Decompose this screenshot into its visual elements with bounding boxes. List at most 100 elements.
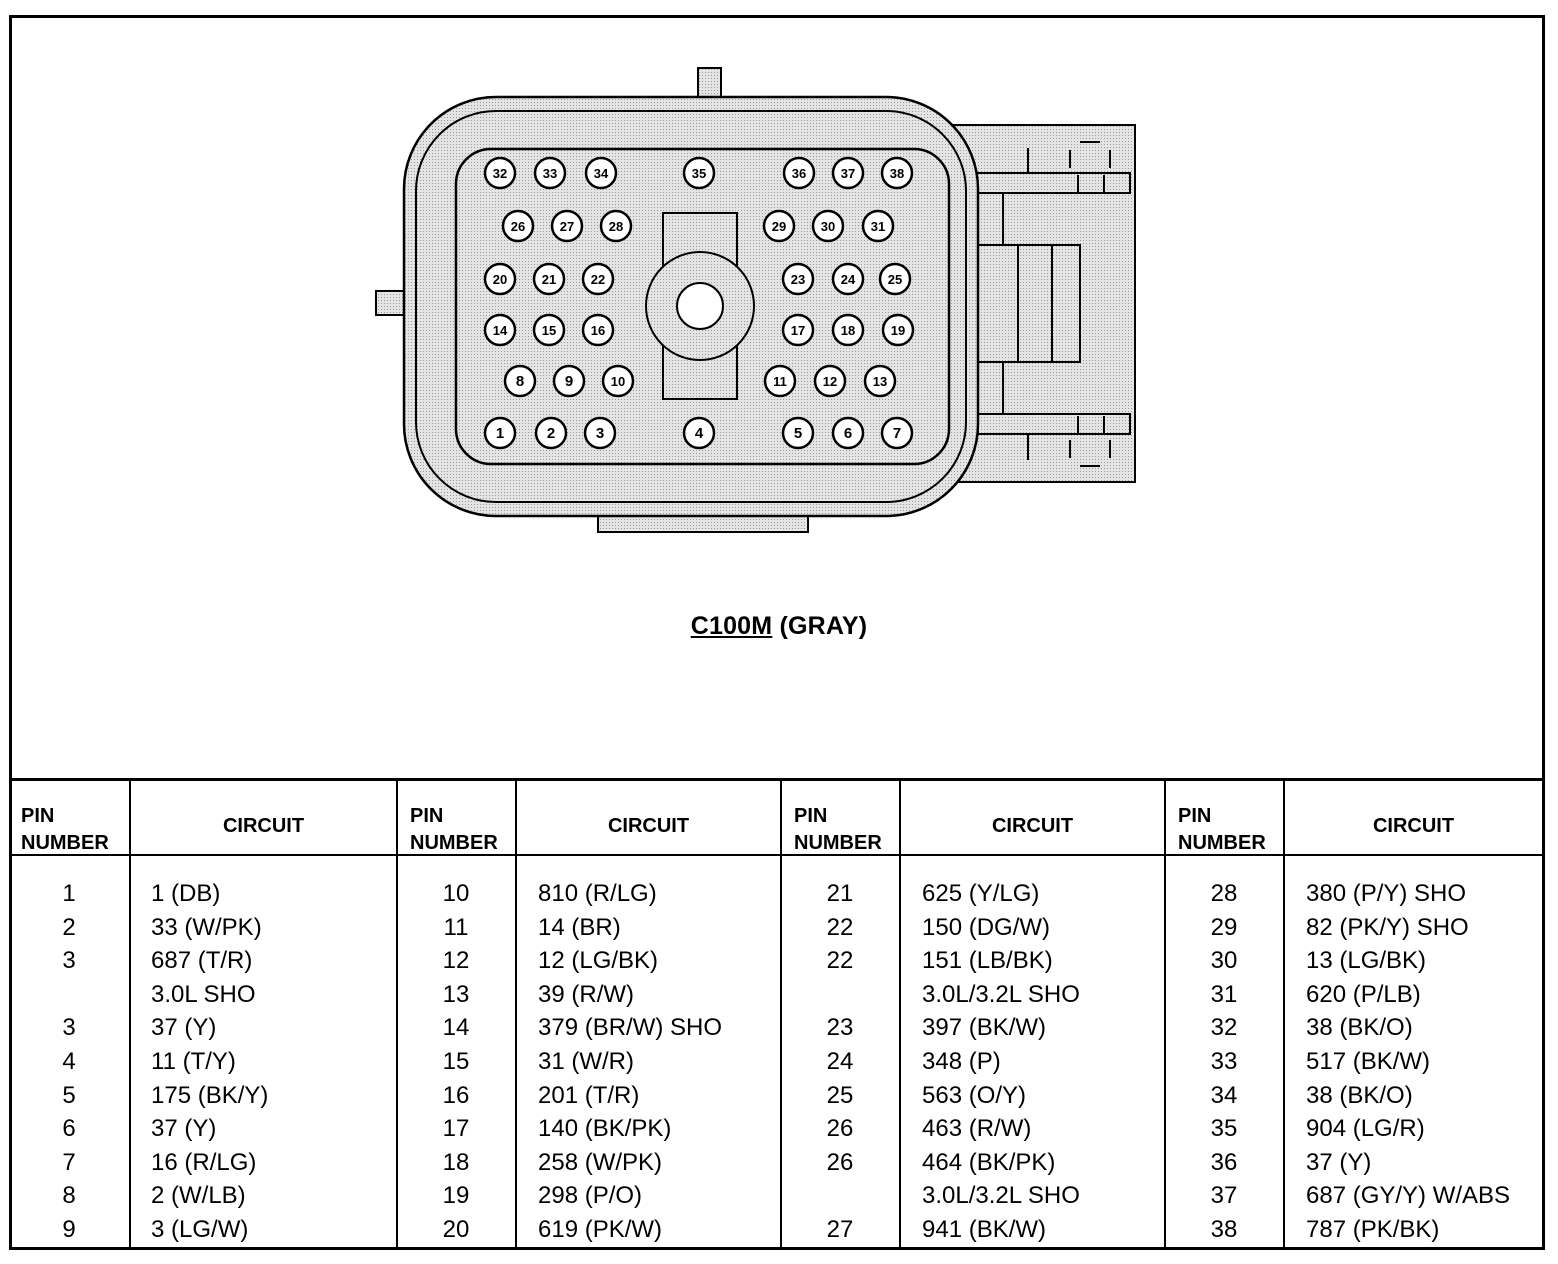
pin-cavity: 6: [831, 416, 865, 450]
pin-number-cell: 8: [62, 1182, 76, 1210]
pin-number-cell: 13: [442, 980, 470, 1008]
circuit-cell: 258 (W/PK): [538, 1148, 663, 1176]
circuit-cell: 3.0L/3.2L SHO: [922, 1182, 1080, 1210]
pin-cavity: 7: [880, 416, 914, 450]
pin-cavity: 18: [831, 313, 865, 347]
table-row: 4 11 (T/Y): [9, 1045, 396, 1079]
pin-label: 12: [823, 374, 837, 389]
table-row: 3.0L/3.2L SHO: [780, 1179, 1164, 1213]
circuit-cell: 11 (T/Y): [151, 1047, 236, 1075]
pin-cavity: 23: [781, 262, 815, 296]
circuit-cell: 31 (W/R): [538, 1047, 634, 1075]
pin-label: 17: [791, 323, 805, 338]
circuit-cell: 3.0L/3.2L SHO: [922, 980, 1080, 1008]
pin-label: 8: [516, 373, 524, 390]
circuit-header: CIRCUIT: [991, 815, 1074, 837]
pin-number-cell: 33: [1210, 1047, 1238, 1075]
table-row: 29 82 (PK/Y) SHO: [1164, 911, 1542, 945]
circuit-cell: 39 (R/W): [538, 980, 634, 1008]
circuit-cell: 464 (BK/PK): [922, 1148, 1056, 1176]
circuit-cell: 620 (P/LB): [1306, 980, 1421, 1008]
pin-number-cell: 15: [442, 1047, 470, 1075]
pin-cavity: 36: [782, 156, 816, 190]
pin-number-cell: 11: [443, 913, 469, 941]
pin-label: 13: [873, 374, 887, 389]
pin-label: 18: [841, 323, 855, 338]
pin-cavity: 9: [552, 364, 586, 398]
table-row: 26 464 (BK/PK): [780, 1146, 1164, 1180]
pin-number-cell: 26: [826, 1115, 854, 1143]
pin-label: 19: [891, 323, 905, 338]
pin-cavity: 31: [861, 209, 895, 243]
circuit-cell: 463 (R/W): [922, 1115, 1032, 1143]
pin-cavity: 25: [878, 262, 912, 296]
pin-cavity: 33: [533, 156, 567, 190]
circuit-cell: 810 (R/LG): [538, 880, 657, 907]
pin-label: 35: [692, 166, 706, 181]
column-divider: [899, 781, 901, 1250]
pin-cavity: 11: [763, 364, 797, 398]
pin-number-cell: 26: [826, 1148, 854, 1176]
circuit-cell: 619 (PK/W): [538, 1215, 663, 1243]
circuit-cell: 37 (Y): [151, 1014, 217, 1042]
connector-caption: C100M (GRAY): [0, 612, 1558, 641]
circuit-cell: 379 (BR/W) SHO: [538, 1014, 723, 1042]
pin-label: 14: [493, 323, 508, 338]
circuit-cell: 13 (LG/BK): [1306, 947, 1427, 975]
pin-number-cell: 28: [1210, 880, 1238, 907]
circuit-cell: 175 (BK/Y): [151, 1081, 269, 1109]
pin-number-cell: 35: [1210, 1115, 1238, 1143]
pin-cavity: 35: [682, 156, 716, 190]
connector-color: (GRAY): [779, 612, 868, 640]
pin-label: 11: [773, 374, 787, 389]
pin-number-cell: 20: [442, 1215, 470, 1243]
pin-cavity: 32: [483, 156, 517, 190]
pin-label: 33: [543, 166, 557, 181]
pin-label: 30: [821, 219, 835, 234]
pin-number-cell: 23: [826, 1014, 854, 1042]
pin-cavity: 37: [831, 156, 865, 190]
pin-label: 23: [791, 272, 805, 287]
pin-number-cell: 1: [62, 880, 76, 907]
circuit-cell: 1 (DB): [151, 880, 221, 907]
circuit-cell: 904 (LG/R): [1306, 1115, 1425, 1143]
pin-label: 22: [591, 272, 605, 287]
pin-number-cell: 29: [1210, 913, 1238, 941]
pin-number-cell: 24: [826, 1047, 854, 1075]
pin-number-cell: 38: [1210, 1215, 1238, 1243]
pin-cavity: 2: [534, 416, 568, 450]
circuit-cell: 14 (BR): [538, 913, 621, 941]
column-divider: [1164, 781, 1166, 1250]
table-row: 35 904 (LG/R): [1164, 1112, 1542, 1146]
pin-cavity: 34: [584, 156, 618, 190]
circuit-cell: 82 (PK/Y) SHO: [1306, 913, 1469, 941]
pin-cavity: 15: [532, 313, 566, 347]
circuit-cell: 563 (O/Y): [922, 1081, 1027, 1109]
pin-label: 24: [841, 272, 856, 287]
pin-cavity: 13: [863, 364, 897, 398]
pin-cavity: 24: [831, 262, 865, 296]
center-bolt-inner: [676, 282, 724, 330]
column-divider: [1283, 781, 1285, 1250]
pin-number-cell: 4: [62, 1047, 76, 1075]
pin-cavity: 4: [682, 416, 716, 450]
pin-label: 7: [893, 425, 901, 442]
